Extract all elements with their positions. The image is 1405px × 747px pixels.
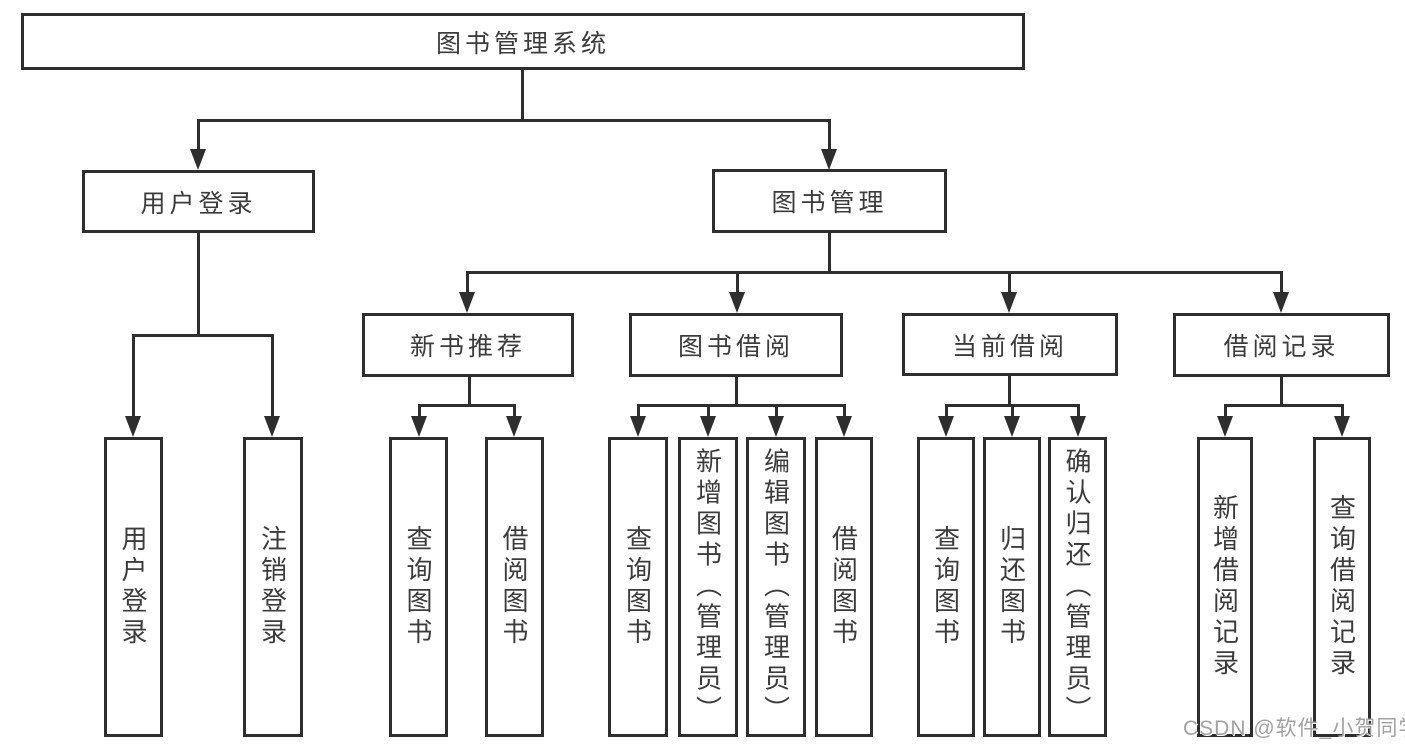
connector-line <box>707 404 710 420</box>
leaf-borrowing-query-books-label: 查询图书 <box>622 525 653 649</box>
arrow-down-icon <box>1001 292 1017 313</box>
leaf-borrowing-query-books: 查询图书 <box>608 437 668 737</box>
connector-line <box>1224 404 1227 420</box>
connector-line <box>1077 404 1080 420</box>
leaf-current-confirm-return-admin-label: 确认归还（管理员） <box>1062 447 1092 727</box>
leaf-current-query-books: 查询图书 <box>917 437 975 737</box>
arrow-down-icon <box>768 416 784 437</box>
connector-line <box>843 404 846 420</box>
connector-line <box>197 233 200 337</box>
connector-line <box>1008 376 1011 407</box>
node-current-borrowing-label: 当前借阅 <box>951 332 1068 361</box>
connector-line <box>736 271 739 296</box>
arrow-down-icon <box>938 416 954 437</box>
leaf-logout-label: 注销登录 <box>257 525 288 649</box>
connector-line <box>132 334 135 420</box>
node-root: 图书管理系统 <box>21 13 1025 70</box>
node-new-book-recommend-label: 新书推荐 <box>409 333 526 361</box>
connector-line <box>1224 404 1344 407</box>
connector-line <box>466 271 469 296</box>
connector-line <box>468 377 471 407</box>
connector-line <box>1011 404 1014 420</box>
arrow-down-icon <box>264 416 280 437</box>
connector-line <box>828 119 831 152</box>
connector-line <box>271 334 274 420</box>
leaf-newbook-borrow-books: 借阅图书 <box>485 437 544 737</box>
leaf-newbook-borrow-books-label: 借阅图书 <box>499 525 529 649</box>
leaf-records-query-record: 查询借阅记录 <box>1313 437 1371 737</box>
node-borrowing-records-label: 借阅记录 <box>1223 333 1340 361</box>
connector-line <box>828 233 831 274</box>
arrow-down-icon <box>729 292 745 313</box>
leaf-newbook-query-books: 查询图书 <box>389 437 448 737</box>
arrow-down-icon <box>821 149 837 170</box>
connector-line <box>132 334 274 337</box>
connector-line <box>197 119 831 122</box>
connector-line <box>466 271 1283 274</box>
leaf-borrowing-edit-books-admin-label: 编辑图书（管理员） <box>760 447 791 727</box>
connector-line <box>418 404 516 407</box>
connector-line <box>521 70 524 122</box>
connector-line <box>945 404 948 420</box>
node-root-label: 图书管理系统 <box>435 29 610 58</box>
leaf-records-add-record-label: 新增借阅记录 <box>1209 494 1240 680</box>
leaf-current-return-books: 归还图书 <box>983 437 1041 737</box>
leaf-records-add-record: 新增借阅记录 <box>1197 437 1253 737</box>
arrow-down-icon <box>190 149 206 170</box>
leaf-borrowing-edit-books-admin: 编辑图书（管理员） <box>746 437 806 737</box>
leaf-borrowing-add-books-admin: 新增图书（管理员） <box>678 437 738 737</box>
arrow-down-icon <box>459 292 475 313</box>
arrow-down-icon <box>1070 416 1086 437</box>
arrow-down-icon <box>1004 416 1020 437</box>
node-user-login-label: 用户登录 <box>140 189 257 218</box>
node-current-borrowing: 当前借阅 <box>902 313 1118 376</box>
arrow-down-icon <box>630 416 646 437</box>
arrow-down-icon <box>506 416 522 437</box>
leaf-borrowing-borrow-books: 借阅图书 <box>815 437 873 737</box>
node-new-book-recommend: 新书推荐 <box>362 313 574 377</box>
leaf-current-query-books-label: 查询图书 <box>930 525 961 649</box>
connector-line <box>637 404 640 420</box>
node-book-borrowing: 图书借阅 <box>629 313 843 377</box>
leaf-borrowing-add-books-admin-label: 新增图书（管理员） <box>692 447 723 727</box>
arrow-down-icon <box>1334 416 1350 437</box>
leaf-records-query-record-label: 查询借阅记录 <box>1326 494 1357 680</box>
arrow-down-icon <box>700 416 716 437</box>
arrow-down-icon <box>125 416 141 437</box>
connector-line <box>1280 271 1283 296</box>
leaf-current-confirm-return-admin: 确认归还（管理员） <box>1048 437 1107 737</box>
connector-line <box>735 377 738 407</box>
connector-line <box>418 404 421 420</box>
node-borrowing-records: 借阅记录 <box>1173 313 1390 377</box>
arrow-down-icon <box>1217 416 1233 437</box>
arrow-down-icon <box>1273 292 1289 313</box>
leaf-current-return-books-label: 归还图书 <box>996 525 1027 649</box>
leaf-borrowing-borrow-books-label: 借阅图书 <box>828 525 859 649</box>
connector-line <box>1341 404 1344 420</box>
leaf-logout: 注销登录 <box>243 437 303 737</box>
leaf-user-login: 用户登录 <box>104 437 163 737</box>
node-book-management: 图书管理 <box>712 169 947 233</box>
connector-line <box>197 119 200 152</box>
csdn-watermark: CSDN @软件_小贺同学 <box>1183 717 1405 740</box>
connector-line <box>513 404 516 420</box>
node-book-borrowing-label: 图书借阅 <box>677 333 794 361</box>
arrow-down-icon <box>836 416 852 437</box>
connector-line <box>1280 377 1283 407</box>
leaf-user-login-label: 用户登录 <box>118 525 148 649</box>
connector-line <box>637 404 846 407</box>
connector-line <box>1008 271 1011 296</box>
leaf-newbook-query-books-label: 查询图书 <box>403 525 433 649</box>
node-user-login: 用户登录 <box>82 170 315 233</box>
connector-line <box>775 404 778 420</box>
arrow-down-icon <box>411 416 427 437</box>
node-book-management-label: 图书管理 <box>771 189 888 217</box>
